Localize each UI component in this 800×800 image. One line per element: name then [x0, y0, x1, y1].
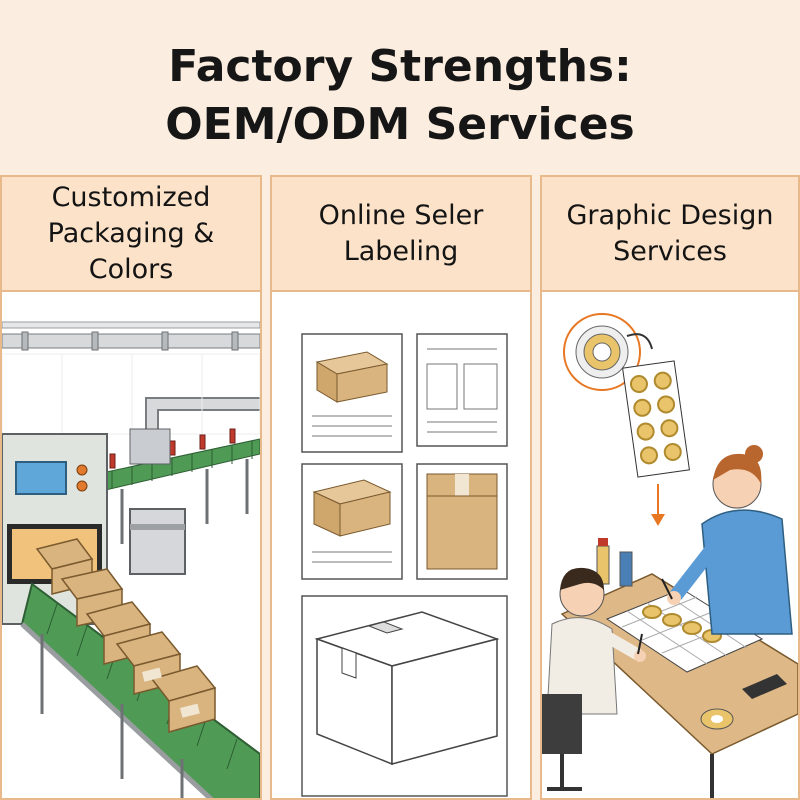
panel-graphic-design: Graphic Design Services: [540, 175, 800, 800]
panel-online-seller-labeling: Online Seler Labeling: [270, 175, 532, 800]
panel-heading-line: Graphic Design: [566, 199, 774, 231]
panel-heading: Customized Packaging & Colors: [2, 177, 260, 292]
labeling-illustration: [272, 294, 530, 798]
panel-heading-line: Labeling: [343, 235, 459, 267]
panel-customized-packaging: Customized Packaging & Colors: [0, 175, 262, 800]
panel-heading-line: Services: [613, 235, 727, 267]
panel-heading: Online Seler Labeling: [272, 177, 530, 292]
panel-heading: Graphic Design Services: [542, 177, 798, 292]
design-illustration: [542, 294, 798, 798]
page-title: Factory Strengths: OEM/ODM Services: [0, 38, 800, 154]
factory-illustration: [2, 294, 260, 798]
title-line-1: Factory Strengths:: [168, 41, 632, 92]
panel-heading-line: Colors: [88, 253, 174, 285]
title-line-2: OEM/ODM Services: [165, 99, 635, 150]
panel-heading-line: Customized: [51, 181, 211, 213]
panel-heading-line: Online Seler: [318, 199, 484, 231]
panel-heading-line: Packaging &: [47, 217, 215, 249]
